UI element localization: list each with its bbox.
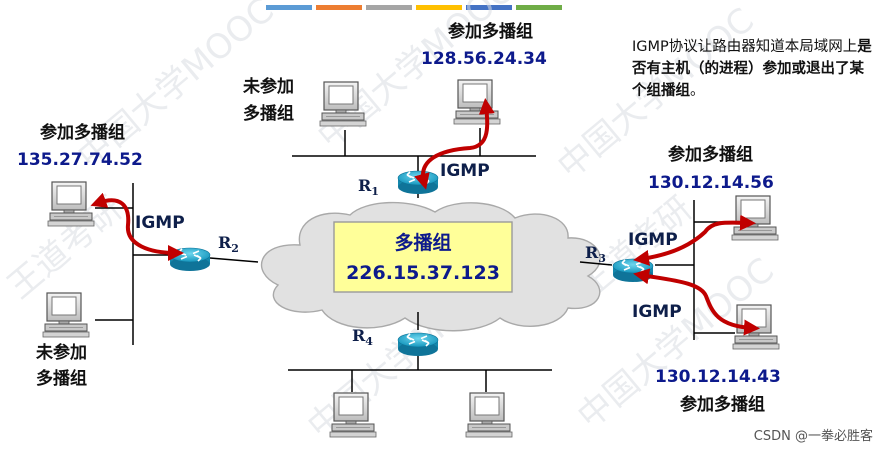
- group-address: 226.15.37.123: [346, 262, 500, 284]
- igmp-label-r3-top: IGMP: [628, 230, 678, 250]
- right-member-top-ip: 130.12.14.56: [648, 173, 774, 193]
- router-r4-label: R4: [352, 326, 373, 348]
- left-nonmember-line2: 多播组: [36, 368, 87, 389]
- multicast-group-box: 多播组 226.15.37.123: [333, 221, 513, 293]
- igmp-explanation-note: IGMP协议让路由器知道本局域网上是否有主机（的进程）参加或退出了某个组播组。: [632, 36, 877, 102]
- igmp-arrow-r3-bottom: [633, 268, 760, 336]
- left-nonmember-line1: 未参加: [35, 342, 87, 363]
- igmp-arrow-r3-top: [633, 214, 756, 266]
- note-part1: IGMP协议让路由器知道本局域网上: [632, 39, 858, 55]
- top-member-ip: 128.56.24.34: [421, 49, 547, 69]
- left-member-label: 参加多播组: [40, 122, 125, 143]
- top-color-bars: [266, 5, 562, 10]
- igmp-arrows: [90, 98, 760, 336]
- pc-top-member: [453, 79, 501, 125]
- top-color-bar: [416, 5, 462, 10]
- router-r1-label: R1: [358, 176, 379, 198]
- igmp-label-r2: IGMP: [135, 213, 185, 233]
- pc-left-nonmember: [42, 292, 90, 338]
- top-color-bar: [266, 5, 312, 10]
- top-nonmember-line1: 未参加: [242, 76, 294, 97]
- top-color-bar: [516, 5, 562, 10]
- igmp-arrow-r1: [414, 98, 495, 190]
- top-color-bar: [466, 5, 512, 10]
- pc-bottom-right: [465, 392, 513, 438]
- left-member-ip: 135.27.74.52: [17, 150, 143, 170]
- top-nonmember-line2: 多播组: [243, 103, 294, 124]
- top-color-bar: [316, 5, 362, 10]
- note-part2: 是否有主机（的进程）参加或退出了某个组播组: [632, 39, 872, 99]
- router-r4: [397, 332, 439, 357]
- router-r1: [397, 170, 439, 195]
- top-member-label: 参加多播组: [448, 21, 533, 42]
- pc-right-member-top: [731, 195, 779, 241]
- right-member-bottom-label: 参加多播组: [680, 394, 765, 415]
- router-r3-label: R3: [585, 243, 606, 265]
- router-r3: [612, 258, 654, 283]
- igmp-arrow-r2: [90, 192, 184, 261]
- note-part3: 。: [690, 83, 705, 99]
- right-member-top-label: 参加多播组: [668, 144, 753, 165]
- igmp-label-r1: IGMP: [440, 161, 490, 181]
- router-r2-label: R2: [218, 233, 239, 255]
- right-member-bottom-ip: 130.12.14.43: [655, 367, 781, 387]
- top-color-bar: [366, 5, 412, 10]
- igmp-label-r3-bottom: IGMP: [632, 302, 682, 322]
- group-title: 多播组: [394, 231, 451, 254]
- csdn-credit: CSDN @一拳必胜客: [753, 429, 873, 444]
